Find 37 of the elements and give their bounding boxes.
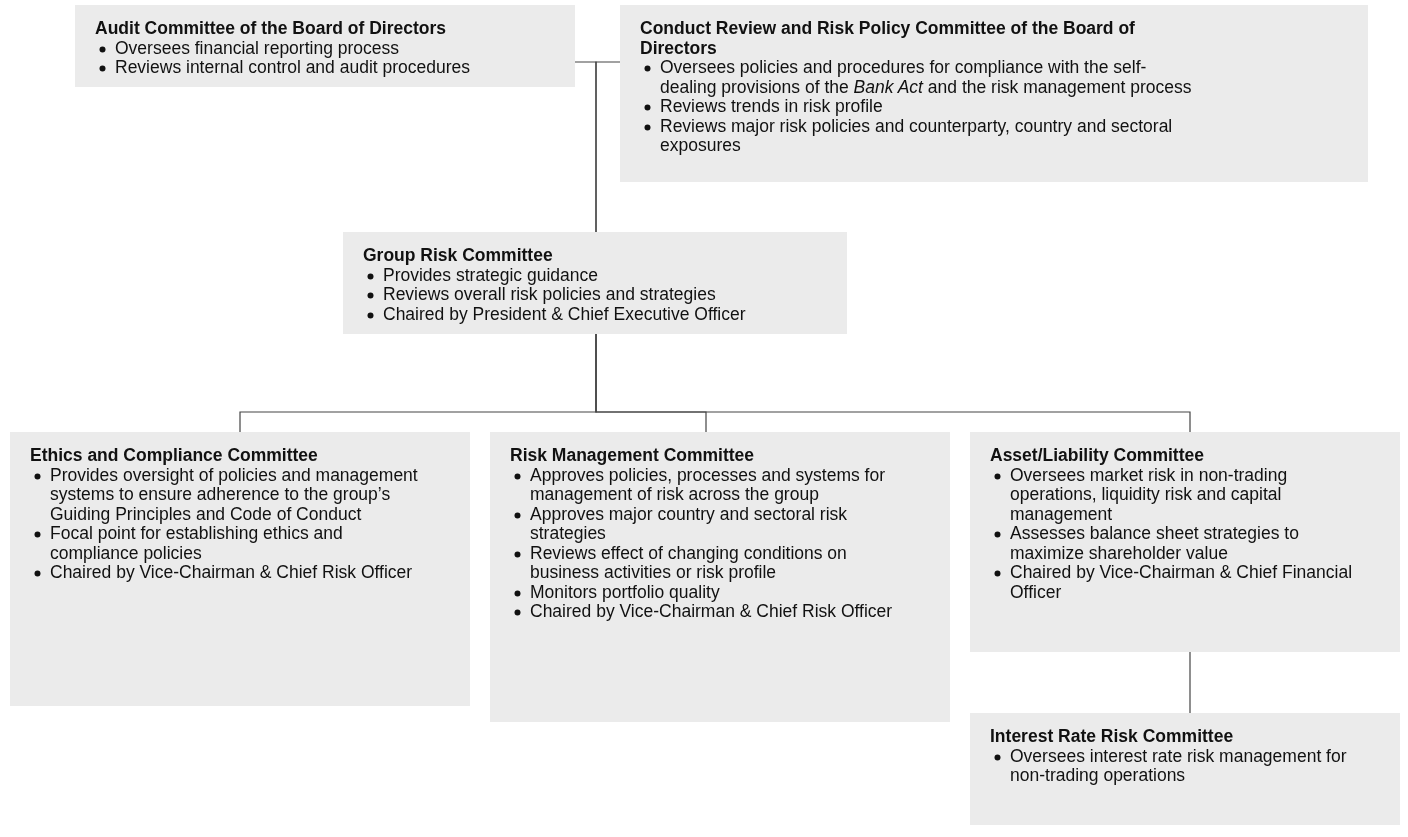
bullet-item: Oversees market risk in non-trading operations, liquidity risk and capital management (990, 465, 1355, 524)
bullet-item: Chaired by Vice-Chairman & Chief Risk Officer (510, 602, 905, 622)
bullet-item: Reviews major risk policies and counterparty, country and sectoral exposures (640, 116, 1195, 156)
committee-box (970, 432, 1400, 652)
committee-title: Interest Rate Risk Committee (990, 727, 1235, 747)
bullet-item: Assesses balance sheet strategies to maximize shareholder value (990, 524, 1355, 563)
bullet-item: Oversees policies and procedures for compliance with the self-dealing provisions of the Bank Act and the risk management process (640, 58, 1195, 97)
committee-title: Ethics and Compliance Committee (30, 446, 319, 466)
committee-box (343, 232, 847, 334)
committee-title: Risk Management Committee (510, 446, 756, 466)
committee-box (970, 713, 1400, 825)
committee-box (75, 5, 575, 87)
committee-title: Conduct Review and Risk Policy Committee of the Board of Directors (640, 19, 1136, 58)
bullet-item: Chaired by President & Chief Executive Officer (363, 304, 831, 324)
bullet-item: Reviews trends in risk profile (640, 97, 1195, 117)
committee-box (490, 432, 950, 722)
connector-line (595, 61, 621, 233)
connector-line (1189, 651, 1191, 714)
bullet-item: Provides strategic guidance (363, 265, 831, 285)
bullet-item: Reviews overall risk policies and strategies (363, 285, 831, 305)
committee-title: Audit Committee of the Board of Directors (95, 19, 447, 39)
committee-box (620, 5, 1368, 182)
bullet-item: Chaired by Vice-Chairman & Chief Risk Officer (30, 563, 420, 583)
bullet-item: Approves major country and sectoral risk strategies (510, 504, 905, 544)
bullet-item: Chaired by Vice-Chairman & Chief Financial Officer (990, 563, 1355, 602)
committee-title: Group Risk Committee (363, 246, 554, 266)
connector-line (595, 333, 1191, 433)
committee-title: Asset/Liability Committee (990, 446, 1205, 466)
bullet-item: Approves policies, processes and systems for management of risk across the group (510, 465, 905, 505)
bullet-item: Oversees financial reporting process (95, 38, 559, 58)
bullet-item: Reviews effect of changing conditions on business activities or risk profile (510, 543, 905, 583)
bullet-item: Reviews internal control and audit procedures (95, 58, 559, 78)
bullet-item: Oversees interest rate risk management for non-trading operations (990, 746, 1360, 786)
committee-box (10, 432, 470, 706)
bullet-item: Monitors portfolio quality (510, 582, 905, 602)
bullet-item: Focal point for establishing ethics and compliance policies (30, 524, 420, 563)
bullet-item: Provides oversight of policies and management systems to ensure adherence to the group’s Guiding Principles and Code of Conduct (30, 465, 420, 524)
